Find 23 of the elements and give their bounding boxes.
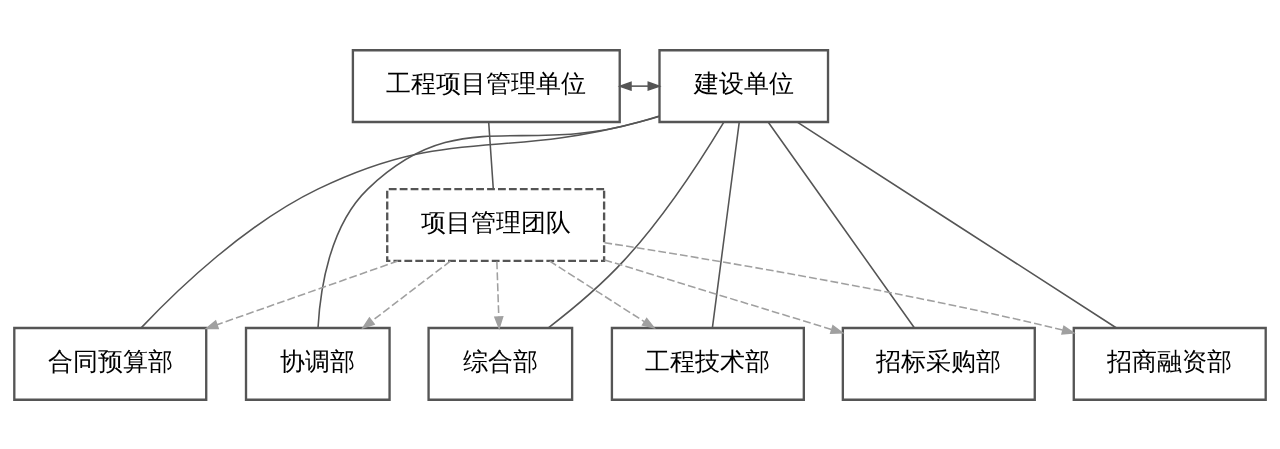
- node-box: 协调部: [244, 326, 391, 401]
- connector: [317, 114, 661, 329]
- connector: [711, 121, 740, 329]
- node-box: 合同预算部: [13, 326, 208, 401]
- node-box: 工程项目管理单位: [351, 48, 621, 123]
- arrow: [603, 241, 1076, 335]
- arrow: [361, 259, 452, 329]
- arrow: [603, 258, 845, 334]
- node-box: 工程技术部: [610, 326, 805, 401]
- connector: [767, 121, 916, 329]
- arrow: [204, 259, 399, 329]
- arrow: [493, 260, 504, 330]
- arrow: [617, 80, 662, 91]
- node-box: 综合部: [427, 326, 574, 401]
- connector: [140, 115, 660, 329]
- node-box: 建设单位: [658, 48, 830, 123]
- connector: [487, 121, 495, 190]
- node-box: 项目管理团队: [386, 187, 606, 262]
- connector: [796, 120, 1117, 328]
- connector: [547, 121, 725, 328]
- node-box: 招商融资部: [1072, 326, 1267, 401]
- arrow: [549, 259, 656, 329]
- node-box: 招标采购部: [841, 326, 1036, 401]
